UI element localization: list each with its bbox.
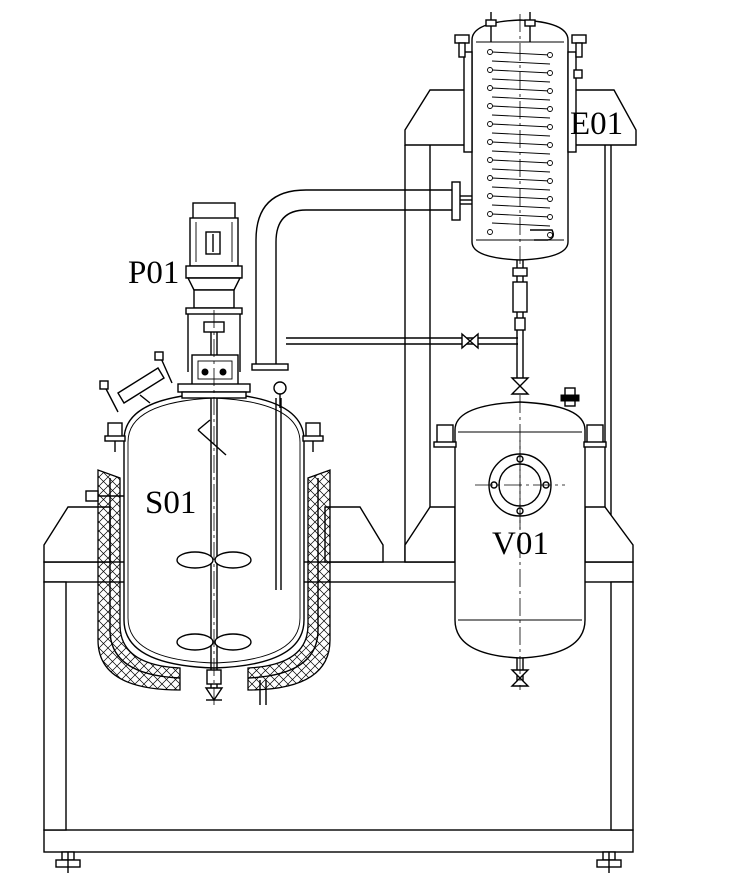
motor-p01 bbox=[177, 202, 251, 399]
pressure-gauge-icon bbox=[273, 381, 287, 395]
evaporator-bracket-left bbox=[404, 89, 471, 146]
vapor-line bbox=[251, 181, 518, 371]
receiver-bracket-left bbox=[404, 506, 456, 563]
frame-left-leg bbox=[43, 581, 67, 831]
sight-glass bbox=[512, 281, 528, 313]
jacket-insulation-left bbox=[97, 469, 181, 691]
frame-bottom-rail bbox=[43, 829, 634, 853]
label-v01: V01 bbox=[492, 526, 549, 562]
center-lines bbox=[213, 14, 565, 705]
label-e01: E01 bbox=[570, 106, 623, 142]
mechanical-seal bbox=[191, 354, 239, 386]
reactor-lug-left bbox=[104, 422, 126, 452]
impeller-lower-left bbox=[176, 633, 214, 651]
valve-icon bbox=[461, 332, 472, 350]
impeller-upper-left bbox=[176, 551, 214, 569]
foot-left bbox=[55, 851, 81, 873]
support-frame bbox=[43, 89, 637, 873]
receiver-bracket-right bbox=[584, 506, 634, 563]
foot-right bbox=[596, 851, 622, 873]
frame-right-leg bbox=[610, 581, 634, 831]
coil bbox=[491, 51, 551, 227]
coil-dots bbox=[487, 49, 553, 238]
label-p01: P01 bbox=[128, 255, 179, 291]
reactor-bracket-right bbox=[324, 506, 384, 563]
label-s01: S01 bbox=[145, 485, 196, 521]
reactor-lug-right bbox=[302, 422, 324, 452]
reactor-manhole bbox=[99, 351, 173, 413]
impeller-upper-right bbox=[214, 551, 252, 569]
impeller-lower-right bbox=[214, 633, 252, 651]
jacket-insulation-right bbox=[247, 469, 331, 691]
